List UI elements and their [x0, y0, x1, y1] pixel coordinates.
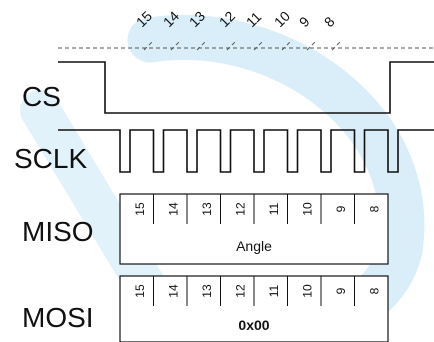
sclk-waveform: [58, 129, 434, 173]
miso-bit-12: 12: [233, 202, 247, 216]
mosi-bit-cells: 15 14 13 12 11 10 9 8: [133, 276, 381, 306]
mosi-field-label: 0x00: [238, 317, 269, 333]
sclk-label: SCLK: [14, 143, 87, 174]
miso-bit-10: 10: [300, 202, 314, 216]
header-bit-8: 8: [321, 13, 338, 30]
miso-bit-9: 9: [334, 205, 348, 212]
mosi-frame: 15 14 13 12 11 10 9 8 0x00: [119, 275, 389, 342]
mosi-bit-9: 9: [334, 287, 348, 294]
cs-waveform: [58, 61, 434, 114]
miso-frame: 15 14 13 12 11 10 9 8 Angle: [119, 193, 389, 265]
mosi-bit-12: 12: [233, 284, 247, 298]
mosi-bit-10: 10: [300, 284, 314, 298]
miso-label: MISO: [22, 216, 94, 247]
miso-bit-13: 13: [200, 202, 214, 216]
miso-field-label: Angle: [236, 238, 272, 254]
miso-bit-15: 15: [133, 202, 147, 216]
mosi-bit-14: 14: [166, 284, 180, 298]
miso-bit-11: 11: [267, 202, 281, 215]
header-bit-tick: [306, 39, 318, 51]
mosi-bit-11: 11: [267, 284, 281, 297]
cs-label: CS: [22, 81, 61, 112]
mosi-bit-13: 13: [200, 284, 214, 298]
mosi-bit-8: 8: [367, 287, 381, 294]
miso-bit-cells: 15 14 13 12 11 10 9 8: [133, 194, 381, 224]
miso-bit-14: 14: [166, 202, 180, 216]
header-bit-9: 9: [296, 13, 313, 30]
mosi-bit-15: 15: [133, 284, 147, 298]
mosi-label: MOSI: [22, 302, 94, 333]
miso-bit-8: 8: [367, 205, 381, 212]
header-bit-10: 10: [271, 8, 293, 30]
